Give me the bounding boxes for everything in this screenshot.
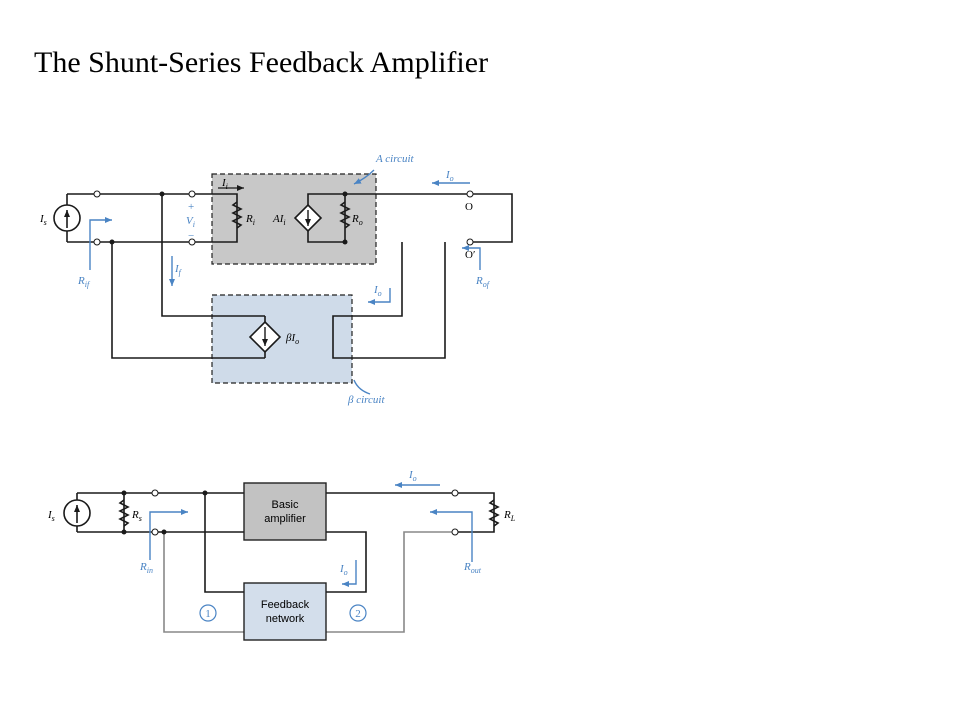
label-plus: +	[188, 201, 194, 213]
label-is: Is	[39, 213, 47, 227]
label-aii: AIi	[272, 213, 286, 227]
label-ri: Ri	[245, 213, 255, 227]
rout-arrow-icon	[430, 509, 473, 562]
dependent-source-beta-icon	[248, 316, 282, 358]
rif-arrow-icon	[89, 217, 112, 270]
junction-dot	[159, 191, 165, 197]
rin-arrow-icon	[149, 509, 188, 560]
label-a-circuit: A circuit	[375, 153, 415, 165]
feedback-wire-right	[332, 242, 446, 359]
label-io-beta: Io	[373, 284, 382, 298]
slide-title: The Shunt-Series Feedback Amplifier	[34, 46, 489, 79]
feedback-wire-bottom	[111, 242, 265, 359]
svg-text:2: 2	[355, 608, 361, 620]
feedback-line1: Feedback	[261, 599, 310, 611]
label-o-prime: O′	[465, 249, 475, 261]
terminal	[151, 528, 159, 536]
bottom-circuit: Basic amplifier Feedback network 1	[47, 469, 516, 641]
output-wire-upper	[345, 193, 513, 243]
terminal-o	[466, 190, 474, 198]
terminal	[188, 238, 196, 246]
io-fb-arrow-icon	[342, 560, 357, 587]
terminal-o-prime	[466, 238, 474, 246]
resistor-rs-icon	[118, 499, 130, 527]
basic-amp-line1: Basic	[272, 499, 299, 511]
label-rs: Rs	[131, 509, 142, 523]
label-io: Io	[445, 169, 454, 183]
label-o: O	[465, 201, 473, 213]
label-if: If	[174, 263, 183, 277]
feedback-wire-left	[161, 194, 265, 317]
fb-wire-left	[204, 493, 244, 593]
label-ii: Ii	[221, 177, 228, 191]
svg-text:1: 1	[205, 608, 211, 620]
label-is-bottom: Is	[47, 509, 55, 523]
label-io-bottom: Io	[408, 469, 417, 483]
basic-amp-line2: amplifier	[264, 513, 306, 525]
basic-amplifier-box	[243, 482, 327, 541]
label-rif: Rif	[77, 275, 91, 289]
label-vi: Vi	[186, 215, 195, 229]
fb-bottom-right	[326, 531, 455, 633]
label-minus: −	[188, 230, 194, 242]
beta-circuit-box	[211, 294, 353, 384]
resistor-ri-icon	[231, 201, 243, 229]
label-rl: RL	[503, 509, 516, 523]
ri-wires	[192, 193, 238, 243]
label-beta-circuit: β circuit	[347, 394, 385, 406]
terminal	[93, 190, 101, 198]
amp-output-lower	[326, 531, 367, 593]
feedback-network-box	[243, 582, 327, 641]
feedback-line2: network	[266, 613, 305, 625]
junction-dot	[121, 490, 127, 496]
junction-dot	[121, 529, 127, 535]
label-io-fb: Io	[339, 563, 348, 577]
fb-bottom-left	[163, 532, 244, 633]
label-rof: Rof	[475, 275, 491, 289]
a-circuit-pointer-icon	[353, 169, 375, 185]
dependent-source-a-icon	[293, 203, 323, 233]
junction-dot	[342, 191, 348, 197]
current-source-is-icon	[53, 204, 81, 232]
terminal	[451, 528, 459, 536]
terminal	[151, 489, 159, 497]
terminal	[451, 489, 459, 497]
resistor-ro-icon	[339, 201, 351, 229]
label-ro: Ro	[351, 213, 363, 227]
resistor-rl-icon	[488, 499, 500, 527]
junction-dot	[342, 239, 348, 245]
port-1-icon: 1	[199, 604, 217, 622]
current-source-is-bottom-icon	[63, 499, 91, 527]
port-2-icon: 2	[349, 604, 367, 622]
junction-dot	[109, 239, 115, 245]
terminal	[93, 238, 101, 246]
label-rout: Rout	[463, 561, 482, 575]
label-beta-io: βIo	[285, 332, 299, 346]
label-rin: Rin	[139, 561, 153, 575]
rof-arrow-icon	[462, 245, 481, 270]
beta-circuit-pointer-icon	[353, 379, 371, 395]
io-beta-arrow-icon	[368, 288, 391, 305]
junction-dot	[161, 529, 167, 535]
junction-dot	[202, 490, 208, 496]
top-circuit: Is Ii + Vi − Ri AIi Ro A circuit Io O O′…	[39, 153, 513, 406]
terminal	[188, 190, 196, 198]
